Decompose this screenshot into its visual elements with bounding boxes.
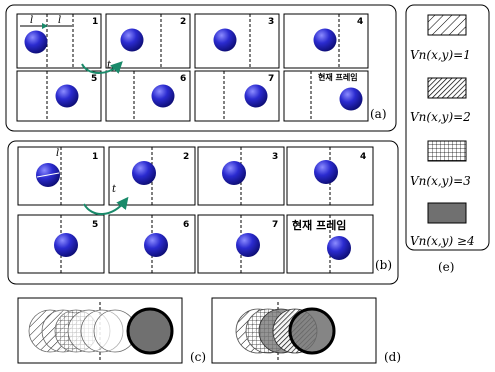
radius-label: l [56, 148, 59, 159]
current-frame-label: 현재 프레임 [318, 72, 358, 82]
frame-number: 5 [91, 74, 97, 84]
frame-b-6: 6 [108, 214, 196, 274]
time-arrow [81, 61, 123, 74]
frame-number: 6 [180, 74, 186, 84]
panel-a-border [5, 4, 397, 132]
legend-swatch-dense-diagonal [427, 77, 467, 99]
current-circle [126, 307, 174, 355]
time-label: t [112, 184, 117, 195]
time-arrow [83, 196, 129, 215]
frame-a-1: l l 1 [16, 13, 102, 69]
panel-c: (c) [17, 297, 206, 364]
frame-a-current: 현재 프레임 [283, 70, 369, 122]
frame-b-current: 현재 프레임 [286, 214, 374, 274]
panel-label: (d) [384, 350, 401, 364]
dim-label: l [58, 15, 61, 26]
ball [24, 30, 48, 54]
frame-b-2: 2 [108, 146, 196, 206]
legend-text: Vn(x,y)=1 [410, 48, 471, 62]
frame-a-2: 2 [105, 13, 191, 69]
frame-number: 1 [92, 152, 98, 162]
panel-b: l 1 2 3 4 5 [7, 140, 399, 285]
current-circle [288, 307, 336, 355]
frame-number: 6 [183, 220, 189, 230]
frame-a-6: 6 [105, 70, 191, 122]
frame-number: 1 [92, 17, 98, 27]
frame-number: 7 [272, 220, 278, 230]
legend-text: Vn(x,y)=3 [410, 174, 471, 188]
legend-swatch-grid [427, 140, 467, 162]
panel-a: l l 1 2 3 4 5 [5, 4, 397, 132]
panel-d-border [211, 297, 377, 364]
dim-label: l [30, 15, 33, 26]
frame-number: 2 [180, 17, 186, 27]
ball [244, 84, 268, 108]
frame-a-5: 5 [16, 70, 102, 122]
ball [314, 160, 338, 184]
ball [54, 233, 78, 257]
frame-a-7: 7 [194, 70, 280, 122]
frame-a-3: 3 [194, 13, 280, 69]
trace-circle [80, 309, 124, 353]
legend: Vn(x,y)=1 Vn(x,y)=2 Vn(x,y)=3 Vn(x,y) ≥4… [405, 4, 490, 274]
legend-border [405, 4, 490, 251]
frame-number: 3 [272, 152, 278, 162]
ball [327, 236, 351, 260]
ball [132, 161, 156, 185]
frame-number: 5 [92, 220, 98, 230]
ball [55, 84, 79, 108]
ball [213, 28, 237, 52]
legend-swatch-sparse-diagonal [427, 14, 467, 36]
frame-a-4: 4 [283, 13, 369, 69]
frame-b-3: 3 [197, 146, 285, 206]
panel-label: (c) [190, 350, 206, 364]
frame-number: 3 [268, 17, 274, 27]
frame-b-4: 4 [286, 146, 374, 206]
panel-label: (e) [438, 260, 454, 274]
ball [151, 84, 175, 108]
time-label: t [107, 60, 112, 71]
frame-b-1: l 1 [17, 146, 105, 206]
panel-c-border [17, 297, 183, 364]
frame-number: 7 [268, 74, 274, 84]
ball [339, 87, 363, 111]
panel-b-border [7, 140, 399, 285]
ball [144, 233, 168, 257]
frame-number: 2 [183, 152, 189, 162]
ball [222, 161, 246, 185]
current-frame-label: 현재 프레임 [292, 218, 346, 232]
legend-swatch-solid-gray [427, 202, 467, 224]
ball [120, 28, 144, 52]
frame-b-5: 5 [17, 214, 105, 274]
panel-d: (d) [211, 297, 401, 364]
legend-text: Vn(x,y) ≥4 [410, 234, 475, 248]
panel-label: (b) [375, 258, 392, 272]
legend-text: Vn(x,y)=2 [410, 110, 471, 124]
panel-label: (a) [370, 107, 387, 121]
frame-number: 4 [357, 17, 363, 27]
frame-number: 4 [360, 152, 366, 162]
frame-b-7: 7 [197, 214, 285, 274]
ball [236, 233, 260, 257]
ball [313, 28, 337, 52]
